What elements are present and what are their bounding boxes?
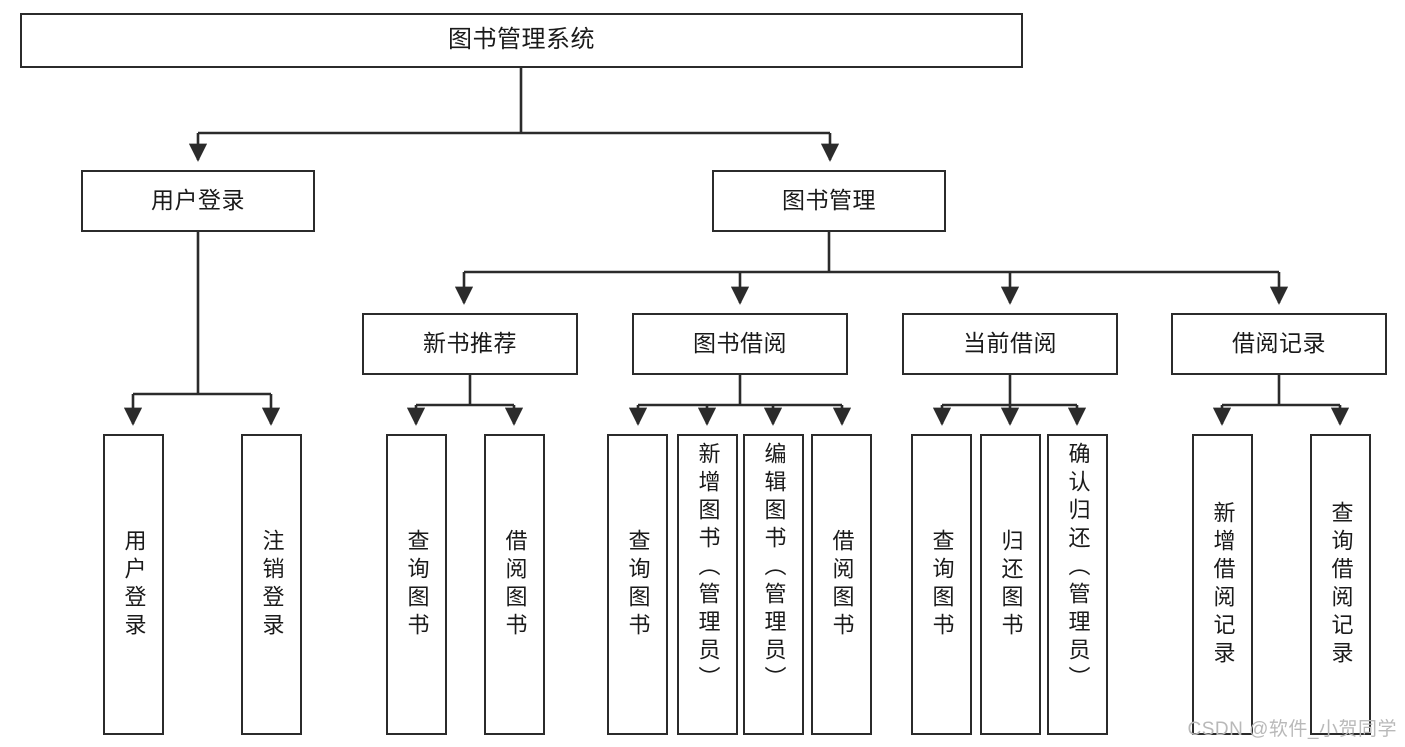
leaf-book-borrow-borrow[interactable]: 借阅图书 — [811, 434, 872, 735]
leaf-borrow-record-add[interactable]: 新增借阅记录 — [1192, 434, 1253, 735]
node-book-borrow[interactable]: 图书借阅 — [632, 313, 848, 375]
leaf-new-book-query-label: 查询图书 — [404, 528, 430, 641]
leaf-new-book-borrow[interactable]: 借阅图书 — [484, 434, 545, 735]
watermark: CSDN @软件_小贺同学 — [1187, 719, 1397, 740]
node-borrow-record[interactable]: 借阅记录 — [1171, 313, 1387, 375]
leaf-book-borrow-add-label: 新增图书（管理员） — [695, 442, 721, 694]
leaf-book-borrow-add[interactable]: 新增图书（管理员） — [677, 434, 738, 735]
node-borrow-record-label: 借阅记录 — [1232, 330, 1326, 357]
leaf-current-borrow-return-label: 归还图书 — [998, 528, 1024, 641]
node-new-book-recommend[interactable]: 新书推荐 — [362, 313, 578, 375]
leaf-user-login-login-label: 用户登录 — [121, 528, 147, 641]
node-user-login-label: 用户登录 — [151, 187, 245, 214]
node-user-login[interactable]: 用户登录 — [81, 170, 315, 232]
leaf-current-borrow-return[interactable]: 归还图书 — [980, 434, 1041, 735]
leaf-book-borrow-query-label: 查询图书 — [625, 528, 651, 641]
leaf-borrow-record-query[interactable]: 查询借阅记录 — [1310, 434, 1371, 735]
leaf-user-login-logout[interactable]: 注销登录 — [241, 434, 302, 735]
leaf-book-borrow-borrow-label: 借阅图书 — [829, 528, 855, 641]
node-root-label: 图书管理系统 — [448, 26, 595, 54]
leaf-book-borrow-query[interactable]: 查询图书 — [607, 434, 668, 735]
leaf-borrow-record-query-label: 查询借阅记录 — [1328, 500, 1354, 669]
node-book-management[interactable]: 图书管理 — [712, 170, 946, 232]
node-current-borrow-label: 当前借阅 — [963, 330, 1057, 357]
node-current-borrow[interactable]: 当前借阅 — [902, 313, 1118, 375]
leaf-new-book-borrow-label: 借阅图书 — [502, 528, 528, 641]
leaf-current-borrow-confirm-label: 确认归还（管理员） — [1065, 442, 1091, 694]
leaf-new-book-query[interactable]: 查询图书 — [386, 434, 447, 735]
leaf-current-borrow-confirm[interactable]: 确认归还（管理员） — [1047, 434, 1108, 735]
leaf-current-borrow-query-label: 查询图书 — [929, 528, 955, 641]
leaf-book-borrow-edit[interactable]: 编辑图书（管理员） — [743, 434, 804, 735]
leaf-current-borrow-query[interactable]: 查询图书 — [911, 434, 972, 735]
node-book-management-label: 图书管理 — [782, 187, 876, 214]
node-book-borrow-label: 图书借阅 — [693, 330, 787, 357]
leaf-borrow-record-add-label: 新增借阅记录 — [1210, 500, 1236, 669]
leaf-user-login-login[interactable]: 用户登录 — [103, 434, 164, 735]
node-root[interactable]: 图书管理系统 — [20, 13, 1023, 68]
leaf-user-login-logout-label: 注销登录 — [259, 528, 285, 641]
leaf-book-borrow-edit-label: 编辑图书（管理员） — [761, 442, 787, 694]
node-new-book-recommend-label: 新书推荐 — [423, 330, 517, 357]
